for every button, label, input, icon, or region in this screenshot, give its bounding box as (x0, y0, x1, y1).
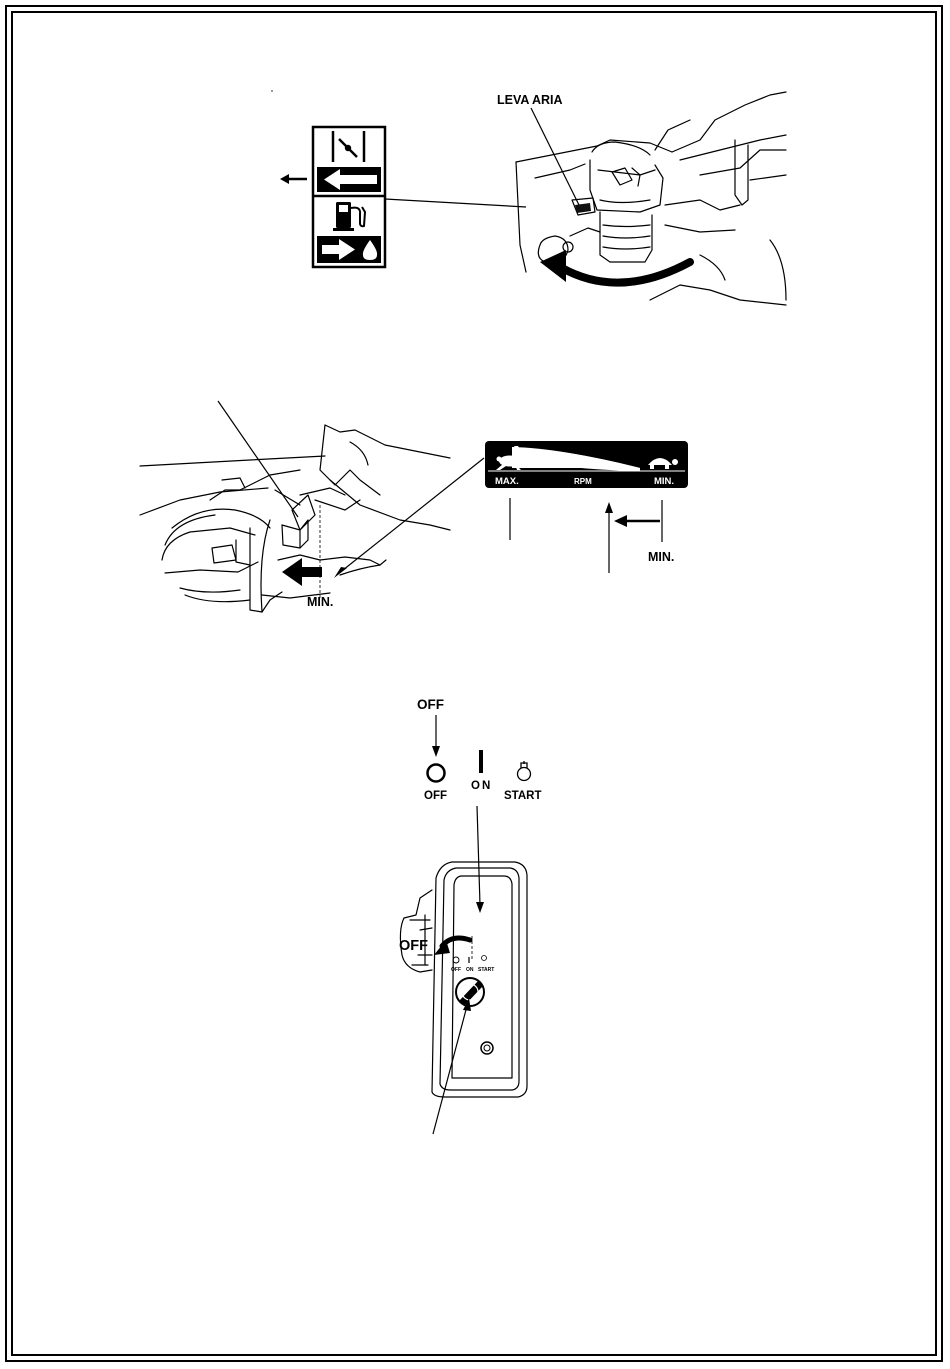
on-symbol-icon (479, 750, 483, 773)
off-symbol-label: OFF (424, 790, 447, 802)
figure-throttle: MIN. MAX. (140, 401, 688, 612)
key-leader-line (433, 1006, 467, 1134)
arrow-left-bold-icon (282, 558, 322, 586)
key-icon (518, 761, 531, 781)
min-label-right: MIN. (648, 550, 674, 564)
decal-max: MAX. (495, 476, 519, 487)
rotation-arrow-icon (540, 250, 690, 283)
turn-off-arrow-icon (434, 938, 470, 955)
decal-rpm: RPM (574, 477, 592, 486)
start-symbol-label: START (504, 790, 541, 802)
lever-leader-line (218, 401, 298, 517)
decal-leader-line (385, 199, 526, 207)
panel-start-text: START (478, 967, 494, 973)
decal-leader-arrowhead (334, 567, 347, 578)
leva-aria-label: LEVA ARIA (497, 93, 563, 107)
decal-leader-line-2 (338, 458, 484, 574)
on-symbol-label: ON (471, 780, 492, 792)
min-label-left: MIN. (307, 595, 333, 609)
figure-switch: OFF OFF ON START (399, 697, 541, 1134)
off-pointer-head (432, 746, 440, 757)
on-pointer-line (477, 806, 480, 905)
throttle-decal: MAX. RPM MIN. (485, 441, 688, 488)
rpm-arrowhead (605, 502, 613, 513)
off-symbol-icon (428, 765, 445, 782)
throttle-sketch (140, 425, 450, 612)
decal-min: MIN. (654, 476, 674, 487)
panel-on-text: ON (466, 967, 474, 973)
on-pointer-head (476, 902, 484, 913)
arrow-right-drop-icon (317, 236, 381, 263)
arrow-left-icon (317, 167, 381, 192)
off-label-side: OFF (399, 938, 428, 954)
choke-decal (313, 127, 385, 267)
switch-panel: OFF ON START (400, 862, 527, 1097)
leva-aria-leader (531, 108, 579, 205)
off-label-top: OFF (417, 697, 444, 712)
min-arrow-head (614, 515, 627, 527)
panel-off-text: OFF (451, 967, 461, 973)
direction-arrow-icon (280, 174, 307, 184)
figure-choke: LEVA ARIA (271, 90, 786, 305)
speck (271, 90, 272, 91)
